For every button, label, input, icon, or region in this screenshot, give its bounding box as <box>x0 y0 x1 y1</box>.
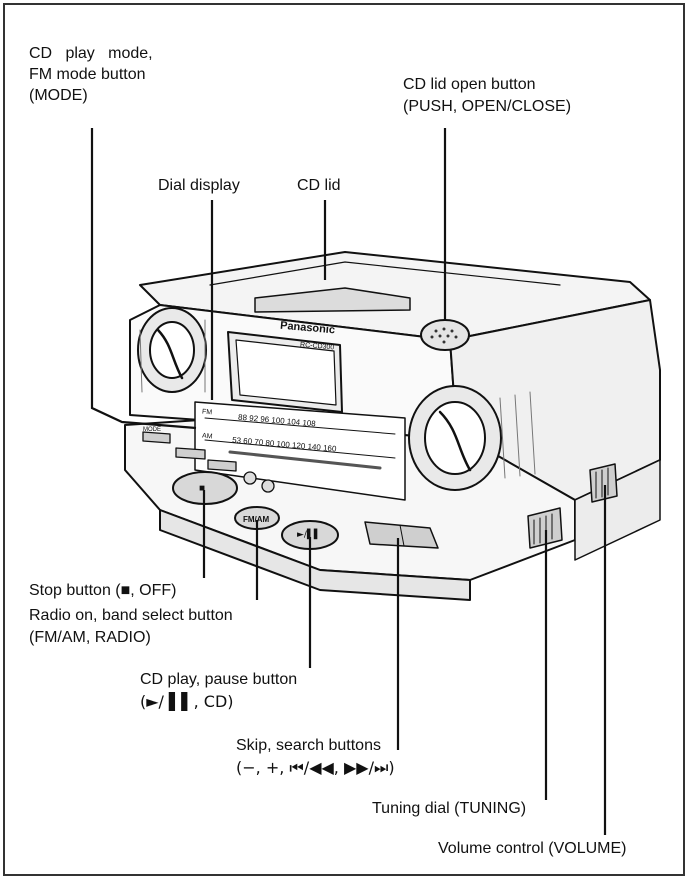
diagram-frame <box>3 3 685 876</box>
mode-button-glyph: MODE <box>143 427 161 433</box>
dial-display-label: Dial display <box>158 177 240 194</box>
mode-label-line3: (MODE) <box>29 87 88 104</box>
radio-button-glyph: FM/AM <box>243 515 270 524</box>
skip-label-line1: Skip, search buttons <box>236 737 381 754</box>
cd-play-label-line2: (►/ ▌▌, CD) <box>140 692 234 711</box>
play-button-glyph: ►/▌▌ <box>297 530 321 540</box>
mode-label-line2: FM mode button <box>29 66 146 83</box>
cd-play-label-line1: CD play, pause button <box>140 671 298 688</box>
skip-label-line2: (−, +, ⏮/◀◀, ▶▶/⏭) <box>236 758 395 777</box>
device-model: RC-CD300 <box>299 341 335 352</box>
mode-label-line1: CD play mode, <box>29 45 153 62</box>
radio-button-label-line2: (FM/AM, RADIO) <box>29 629 151 646</box>
stop-button-label: Stop button (■, OFF) <box>29 582 177 599</box>
cd-lid-label: CD lid <box>297 177 341 194</box>
lid-open-label-line1: CD lid open button <box>403 76 536 93</box>
lid-open-label-line2: (PUSH, OPEN/CLOSE) <box>403 98 572 115</box>
volume-control-label: Volume control (VOLUME) <box>438 840 627 857</box>
dial-band-am: AM <box>201 432 213 441</box>
stop-button-glyph: ■ <box>199 483 206 494</box>
dial-band-fm: FM <box>201 408 213 417</box>
radio-button-label-line1: Radio on, band select button <box>29 607 233 624</box>
tuning-dial-label: Tuning dial (TUNING) <box>372 800 527 817</box>
